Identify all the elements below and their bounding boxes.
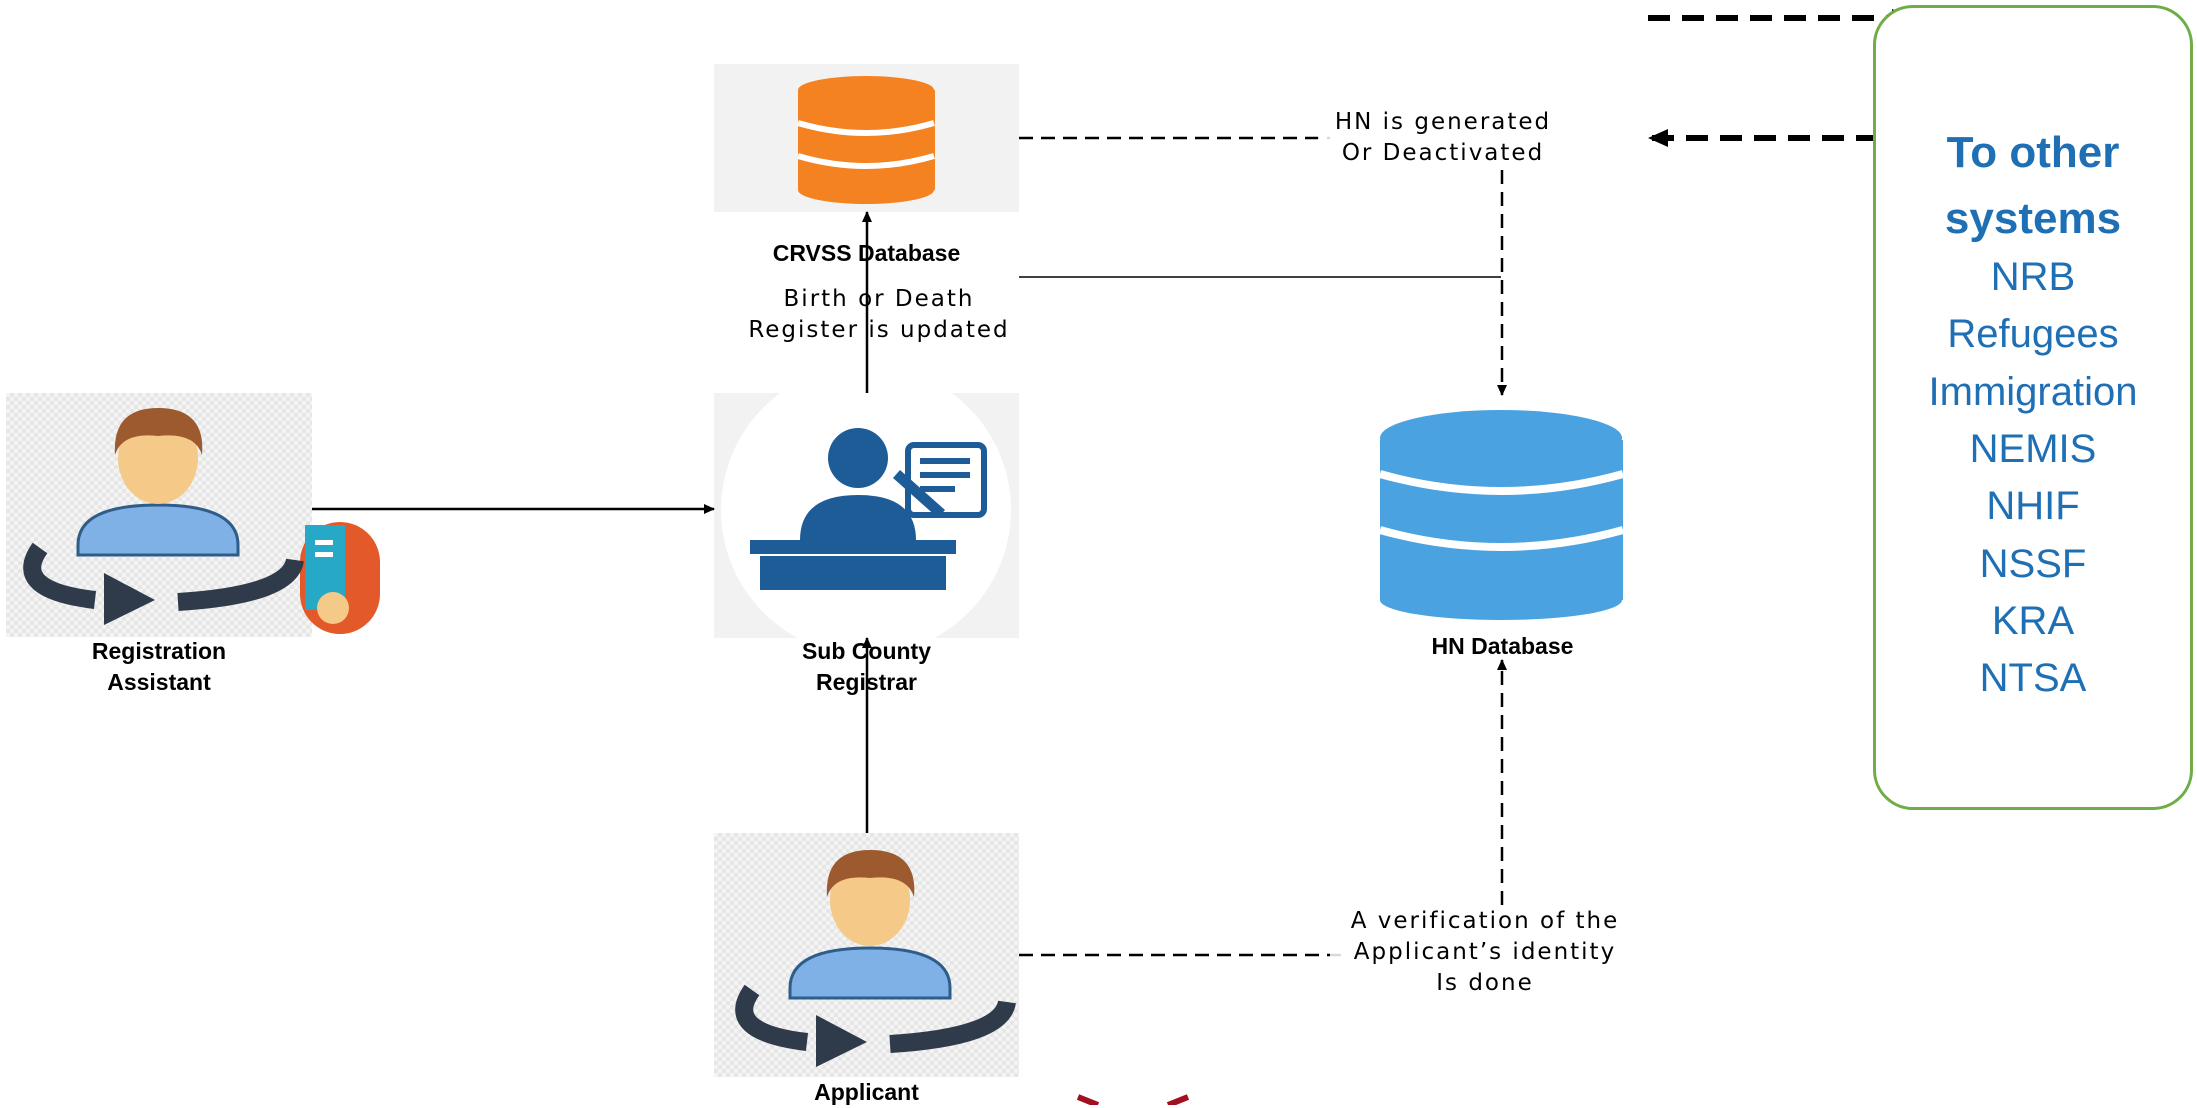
hn-db-body: [1380, 440, 1623, 600]
assistant-shirt: [76, 503, 240, 557]
registrar-head: [828, 428, 888, 488]
note-verification: A verification of the Applicant’s identi…: [1330, 906, 1640, 999]
other-systems-title-1: To other: [1946, 128, 2120, 177]
system-item: KRA: [1991, 599, 2075, 643]
system-item: NTSA: [1979, 656, 2087, 700]
crvss-db-top: [798, 76, 934, 104]
system-item: Immigration: [1928, 370, 2138, 414]
applicant-arrow-left: [735, 984, 809, 1051]
registrar-label: Sub County Registrar: [801, 638, 932, 695]
assistant-arrow-right: [177, 557, 304, 611]
system-item: NEMIS: [1969, 427, 2097, 471]
registrar-icon: [721, 365, 1011, 655]
system-item: Refugees: [1947, 312, 2119, 356]
applicant-icon: [735, 850, 1016, 1067]
system-item: NHIF: [1986, 484, 2080, 528]
decorative-mark: [1076, 1094, 1190, 1105]
other-systems-title-2: systems: [1944, 194, 2122, 243]
registrar-desk-top: [750, 540, 956, 554]
hn-db-label: HN Database: [1431, 633, 1574, 659]
registration-assistant-label: Registration Assistant: [91, 638, 227, 695]
note-register-updated: Birth or Death Register is updated: [748, 286, 1010, 343]
applicant-hair: [826, 850, 915, 897]
crvss-db-bottom: [798, 176, 934, 204]
note-hn-generated: HN is generated Or Deactivated: [1318, 107, 1568, 169]
hn-db-top: [1380, 410, 1622, 466]
hn-db-bottom: [1380, 580, 1622, 620]
system-item: NRB: [1990, 255, 2076, 299]
registration-assistant-icon: [23, 408, 380, 634]
hn-database-icon: [1378, 410, 1625, 620]
applicant-label: Applicant: [814, 1079, 919, 1105]
crvss-database-icon: [797, 76, 935, 204]
applicant-shirt: [788, 946, 952, 1000]
assistant-arrow-left: [23, 542, 97, 609]
assistant-person: [23, 408, 304, 625]
applicant-arrow-right: [889, 999, 1016, 1053]
registrar-desk: [760, 556, 946, 590]
crvss-db-label: CRVSS Database: [772, 240, 961, 266]
crvss-db-body: [798, 90, 935, 190]
registrar-body: [800, 495, 916, 545]
assistant-hair: [114, 408, 203, 455]
applicant-arrow-head: [816, 1015, 867, 1067]
other-systems-panel: To other systems NRB Refugees Immigratio…: [1873, 5, 2193, 810]
system-item: NSSF: [1979, 542, 2087, 586]
assistant-arrow-head: [104, 573, 155, 625]
